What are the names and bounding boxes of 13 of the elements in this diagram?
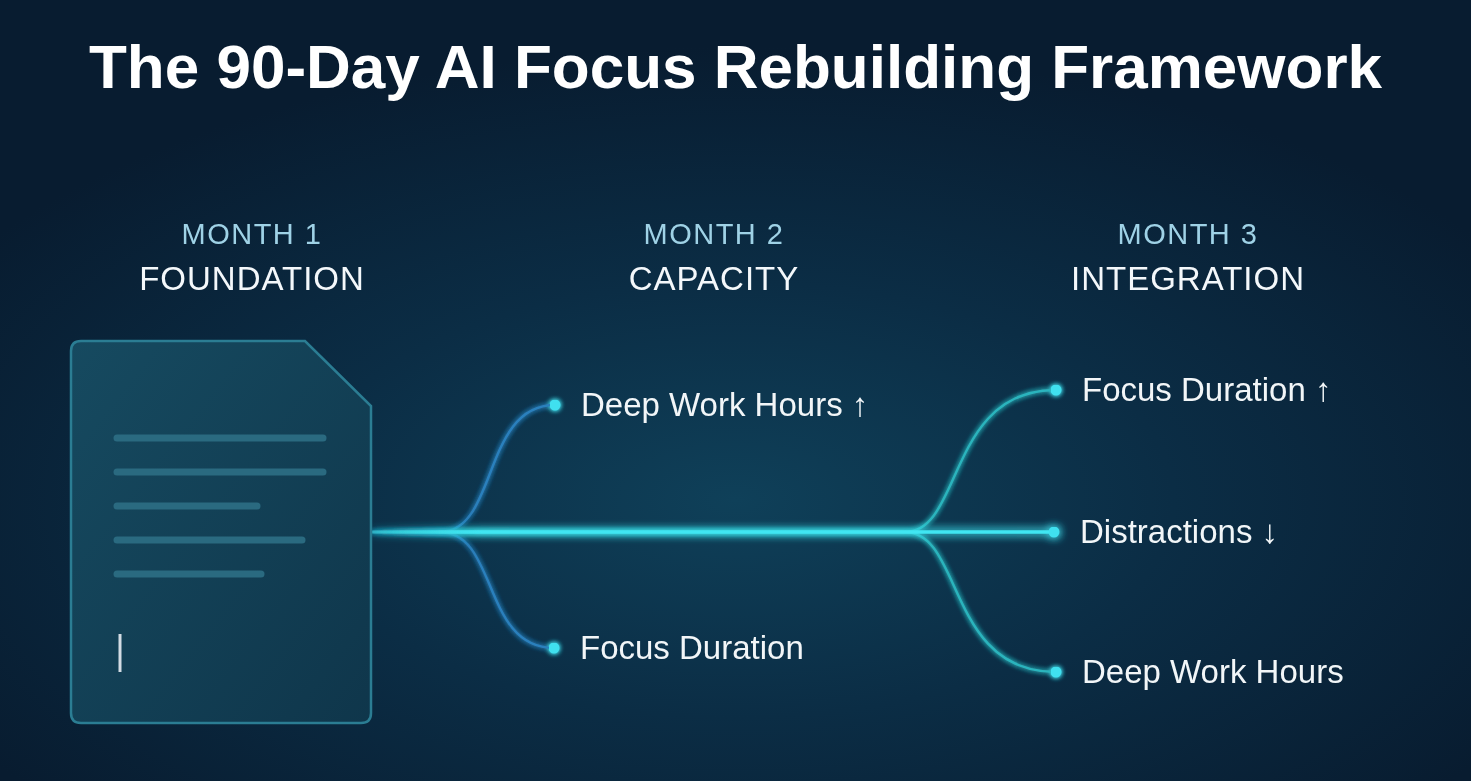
phase-heading: INTEGRATION (1070, 262, 1306, 296)
metric-label: Deep Work Hours (1082, 652, 1344, 692)
metric-label: Deep Work Hours ↑ (581, 385, 869, 425)
month-label: MONTH 2 (643, 217, 785, 251)
month-label: MONTH 1 (181, 217, 323, 251)
month-label: MONTH 3 (1117, 217, 1259, 251)
metric-label: Focus Duration (580, 628, 804, 668)
metric-label: Distractions ↓ (1080, 512, 1279, 552)
title: The 90-Day AI Focus Rebuilding Framework (88, 31, 1383, 103)
phase-heading: CAPACITY (628, 262, 800, 296)
document-illustration (70, 340, 372, 724)
phase-heading: FOUNDATION (139, 262, 365, 296)
metric-label: Focus Duration ↑ (1082, 370, 1332, 410)
